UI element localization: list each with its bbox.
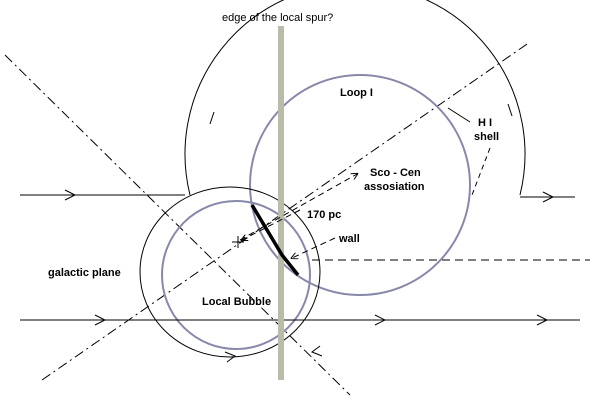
hi-shell-outer-circle bbox=[184, 0, 526, 196]
arrow-wall bbox=[292, 237, 336, 258]
diagonal-line-right bbox=[41, 41, 531, 381]
diagonal-line-left bbox=[4, 54, 351, 396]
flow-arrow-lower-3 bbox=[536, 314, 549, 326]
spur-edge-band bbox=[278, 26, 284, 380]
label-sco-1: Sco - Cen bbox=[370, 167, 421, 179]
arrow-small-lower-1 bbox=[224, 351, 237, 363]
label-sco-2: assosiation bbox=[364, 181, 425, 193]
flow-arrow-upper-left bbox=[64, 189, 77, 201]
wall-segment bbox=[250, 204, 300, 277]
shell-tick-right bbox=[507, 103, 513, 117]
arrow-hi-shell-top bbox=[447, 107, 471, 123]
label-loop-i: Loop I bbox=[340, 87, 373, 99]
label-bubble: Local Bubble bbox=[202, 296, 271, 308]
label-hi-2: shell bbox=[474, 131, 499, 143]
arrow-170pc bbox=[239, 174, 357, 241]
label-distance: 170 pc bbox=[307, 209, 341, 221]
shell-tick-left bbox=[209, 111, 215, 125]
arrow-hi-shell bbox=[471, 147, 491, 196]
loop-i-circle bbox=[249, 74, 471, 296]
flow-arrow-upper-right bbox=[542, 191, 555, 203]
label-plane: galactic plane bbox=[48, 267, 121, 279]
local-bubble-circle bbox=[161, 200, 311, 350]
label-hi-1: H I bbox=[478, 117, 492, 129]
flow-arrow-lower-1 bbox=[94, 314, 107, 326]
flow-arrow-lower-2 bbox=[374, 314, 387, 326]
label-wall: wall bbox=[338, 233, 360, 245]
local-bubble-outer bbox=[139, 186, 321, 358]
arrow-small-lower-2 bbox=[310, 345, 323, 357]
label-spur: edge of the local spur? bbox=[222, 12, 333, 24]
arrow-170pc-back bbox=[242, 209, 301, 240]
